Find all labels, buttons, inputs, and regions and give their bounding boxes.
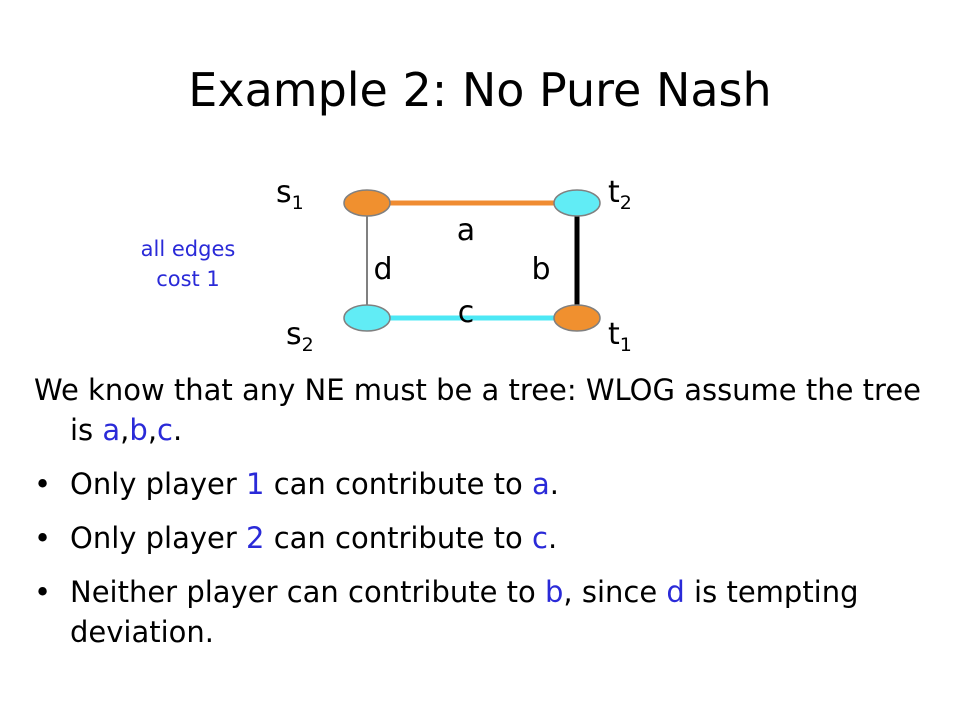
intro-sep-2: ,: [147, 413, 158, 447]
edge-label-c: c: [458, 295, 475, 330]
bullet3-edge-d: d: [666, 575, 685, 609]
node-t2: [553, 189, 601, 217]
bullet1-suffix: .: [549, 467, 559, 501]
intro-prefix: We know that any NE must be a tree: WLOG…: [34, 373, 922, 447]
bullet2-suffix: .: [547, 521, 558, 555]
node-label-t2: t2: [608, 175, 632, 214]
node-s2: [343, 304, 391, 332]
node-label-s2: s2: [286, 317, 314, 356]
slide-body: We know that any NE must be a tree: WLOG…: [34, 370, 934, 666]
bullet-item-3: • Neither player can contribute to b, sin…: [34, 572, 934, 652]
bullet3-edge-b: b: [545, 575, 564, 609]
bullet2-edge: c: [531, 521, 548, 555]
bullet3-prefix: Neither player can contribute to: [70, 575, 545, 609]
bullet1-player: 1: [246, 467, 265, 501]
bullet-marker-icon: •: [34, 467, 52, 501]
node-label-s1: s1: [276, 175, 304, 214]
intro-edge-b: b: [129, 413, 148, 447]
edge-cost-note-line2: cost 1: [156, 267, 220, 291]
intro-paragraph: We know that any NE must be a tree: WLOG…: [34, 370, 934, 450]
bullet-item-1: • Only player 1 can contribute to a.: [34, 464, 934, 504]
bullet-marker-icon: •: [34, 575, 52, 609]
bullet3-suffix: is tempting deviation.: [70, 575, 859, 649]
edge-label-d: d: [373, 252, 392, 287]
bullet2-prefix: Only player: [70, 521, 247, 555]
node-t1: [553, 304, 601, 332]
intro-edge-c: c: [157, 413, 173, 447]
intro-edge-a: a: [102, 413, 121, 447]
bullet2-player: 2: [246, 521, 265, 555]
node-label-t1: t1: [608, 317, 632, 356]
intro-sep-1: ,: [120, 413, 130, 447]
edge-label-a: a: [457, 213, 475, 248]
bullet-item-2: • Only player 2 can contribute to c.: [34, 518, 934, 558]
intro-suffix: .: [172, 413, 183, 447]
bullet2-mid: can contribute to: [264, 521, 532, 555]
bullet1-mid: can contribute to: [264, 467, 532, 501]
edge-cost-note-line1: all edges: [140, 237, 236, 261]
edge-label-b: b: [531, 252, 550, 287]
edge-cost-note: all edges cost 1: [108, 234, 268, 294]
bullet3-mid: , since: [563, 575, 667, 609]
network-diagram: s1 t2 s2 t1 a d b c: [276, 175, 632, 356]
bullet1-prefix: Only player: [70, 467, 247, 501]
slide-title: Example 2: No Pure Nash: [188, 63, 772, 117]
bullet-marker-icon: •: [34, 521, 52, 555]
bullet1-edge: a: [531, 467, 550, 501]
node-s1: [343, 189, 391, 217]
